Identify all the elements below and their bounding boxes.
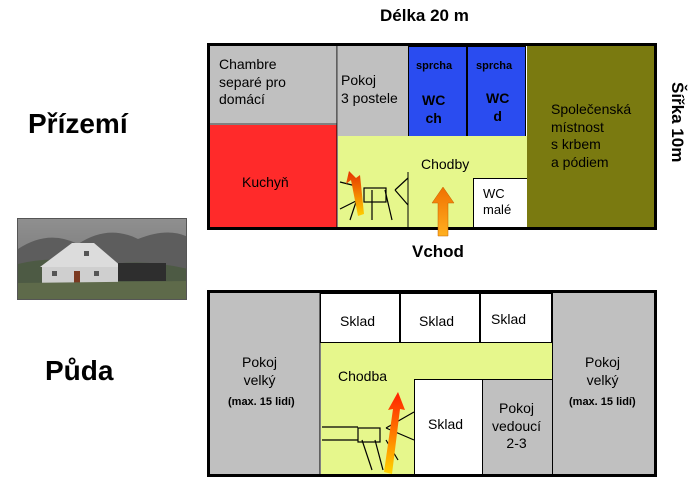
- entrance-label: Vchod: [412, 242, 464, 261]
- house-photo: [17, 218, 187, 300]
- room-sklad-1: [320, 293, 400, 343]
- room-sklad-2-label: Sklad: [419, 313, 455, 329]
- room-corridor-attic-label: Chodba: [338, 368, 388, 384]
- room-big-left-note: (max. 15 lidí): [228, 396, 295, 408]
- entrance-arrow: [431, 186, 455, 237]
- room-big-left-label: Pokoj velký: [242, 354, 278, 388]
- room-chambre: [210, 46, 337, 123]
- shower-right-label: sprcha: [476, 60, 513, 72]
- room-chambre-label: Chambre separé pro domácí: [219, 56, 286, 107]
- room-big-right-note: (max. 15 lidí): [569, 396, 636, 408]
- room-pokoj3-label: Pokoj 3 postele: [341, 72, 398, 106]
- room-sklad-1-label: Sklad: [340, 313, 376, 329]
- room-social: [527, 46, 654, 227]
- room-pokoj3: [338, 46, 408, 136]
- stairs-arrow-ground: [346, 171, 364, 216]
- room-big-left: [210, 293, 320, 474]
- wc-men-label: WC ch: [422, 92, 446, 126]
- length-label: Délka 20 m: [380, 6, 469, 25]
- ground-floor-title: Přízemí: [28, 108, 128, 139]
- room-leader-label: Pokoj vedoucí 2-3: [492, 400, 542, 451]
- wc-women-label: WC d: [486, 90, 510, 124]
- room-big-right-label: Pokoj velký: [585, 354, 621, 388]
- room-kitchen: [210, 125, 337, 227]
- corridor-ground-top: [408, 148, 527, 178]
- room-wc-small-label: WC malé: [483, 186, 512, 218]
- room-sklad-4-label: Sklad: [428, 416, 464, 432]
- room-sklad-2: [400, 293, 480, 343]
- room-sklad-4: [414, 379, 482, 474]
- room-corridor-ground-label: Chodby: [421, 156, 470, 172]
- room-leader: [482, 379, 552, 474]
- room-social-label: Společenská místnost s krbem a pódiem: [551, 101, 632, 170]
- room-shower-wc-men: [408, 46, 467, 148]
- attic-title: Půda: [45, 355, 114, 386]
- room-big-right: [552, 293, 654, 474]
- room-sklad-3-label: Sklad: [491, 311, 527, 327]
- shower-left-label: sprcha: [416, 60, 453, 72]
- room-wc-small: [473, 178, 527, 227]
- stairs-arrow-attic: [384, 392, 405, 474]
- room-sklad-3: [480, 293, 552, 343]
- room-kitchen-label: Kuchyň: [242, 174, 289, 190]
- room-shower-wc-women: [467, 46, 526, 148]
